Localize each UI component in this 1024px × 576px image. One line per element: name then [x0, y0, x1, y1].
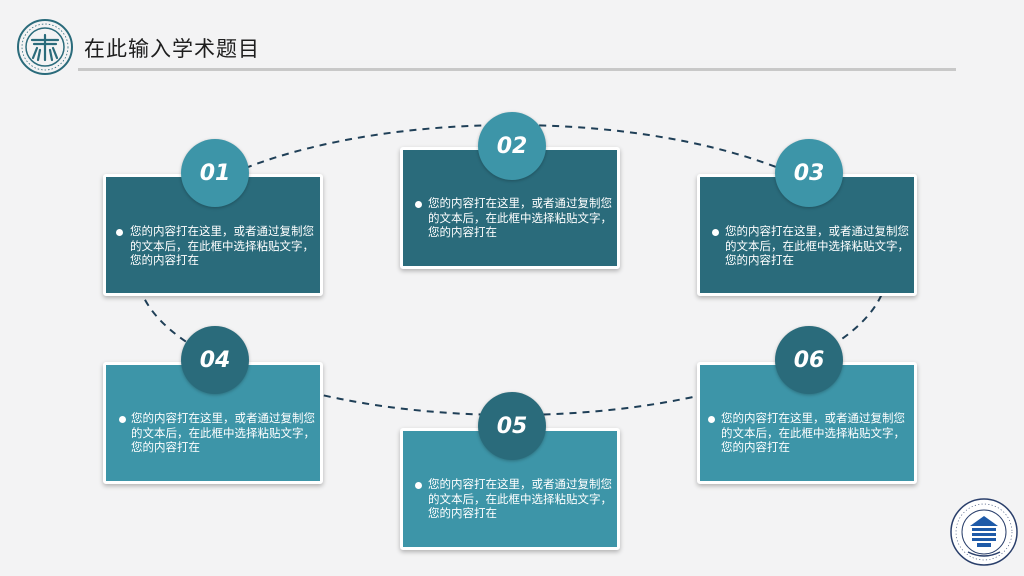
number-badge-06: 06	[775, 326, 843, 394]
bullet-icon	[708, 416, 715, 423]
card-text: 您的内容打在这里，或者通过复制您的文本后，在此框中选择粘贴文字，您的内容打在	[721, 411, 905, 454]
bullet-icon	[116, 229, 123, 236]
content-card-03: 您的内容打在这里，或者通过复制您的文本后，在此框中选择粘贴文字，您的内容打在	[697, 174, 917, 296]
header-divider	[78, 68, 956, 71]
card-text: 您的内容打在这里，或者通过复制您的文本后，在此框中选择粘贴文字，您的内容打在	[130, 224, 314, 267]
university-seal-icon	[950, 498, 1018, 566]
bullet-icon	[712, 229, 719, 236]
bullet-icon	[415, 482, 422, 489]
number-badge-03: 03	[775, 139, 843, 207]
number-badge-05: 05	[478, 392, 546, 460]
card-text: 您的内容打在这里，或者通过复制您的文本后，在此框中选择粘贴文字，您的内容打在	[131, 411, 315, 454]
card-text: 您的内容打在这里，或者通过复制您的文本后，在此框中选择粘贴文字，您的内容打在	[428, 196, 612, 239]
bullet-icon	[119, 416, 126, 423]
card-text: 您的内容打在这里，或者通过复制您的文本后，在此框中选择粘贴文字，您的内容打在	[725, 224, 909, 267]
university-logo-icon	[17, 19, 73, 75]
bullet-icon	[415, 201, 422, 208]
number-badge-02: 02	[478, 112, 546, 180]
number-badge-01: 01	[181, 139, 249, 207]
card-text: 您的内容打在这里，或者通过复制您的文本后，在此框中选择粘贴文字，您的内容打在	[428, 477, 612, 520]
number-badge-04: 04	[181, 326, 249, 394]
page-title: 在此输入学术题目	[84, 37, 260, 61]
